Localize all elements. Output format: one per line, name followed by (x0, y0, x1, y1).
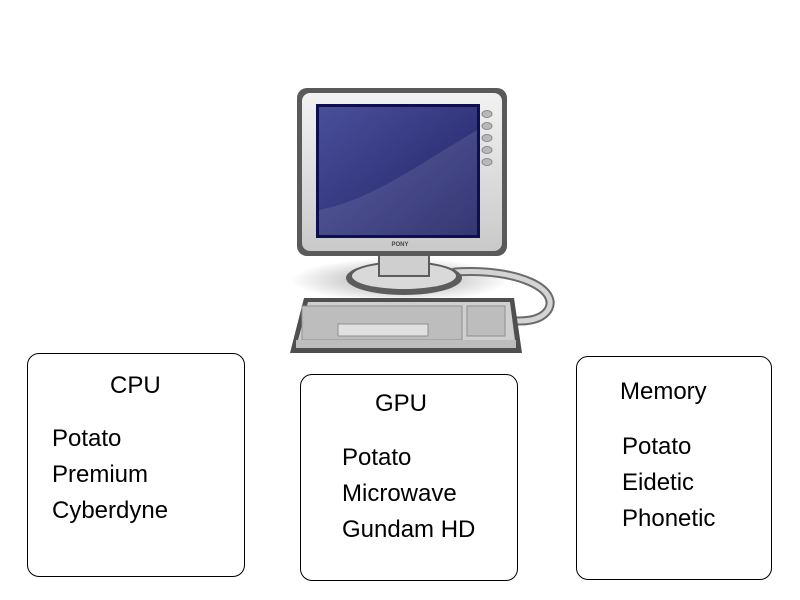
list-item: Potato (52, 425, 122, 452)
brand-label: PONY (391, 242, 408, 248)
desktop-computer-icon: PONY (290, 88, 555, 353)
list-item: Premium (52, 461, 149, 488)
memory-list: Potato Eidetic Phonetic (622, 429, 715, 537)
list-item: Gundam HD (342, 516, 476, 543)
memory-title: Memory (620, 378, 707, 405)
list-item: Phonetic (622, 505, 716, 532)
cpu-list: Potato Premium Cyberdyne (52, 421, 168, 529)
gpu-box: GPU Potato Microwave Gundam HD (300, 374, 518, 581)
list-item: Microwave (342, 480, 457, 507)
list-item: Potato (342, 444, 412, 471)
list-item: Potato (622, 433, 692, 460)
gpu-title: GPU (375, 390, 428, 417)
cpu-box: CPU Potato Premium Cyberdyne (27, 353, 245, 577)
cpu-title: CPU (110, 372, 161, 399)
list-item: Cyberdyne (52, 497, 169, 524)
gpu-list: Potato Microwave Gundam HD (342, 440, 475, 548)
list-item: Eidetic (622, 469, 695, 496)
memory-box: Memory Potato Eidetic Phonetic (576, 356, 772, 580)
